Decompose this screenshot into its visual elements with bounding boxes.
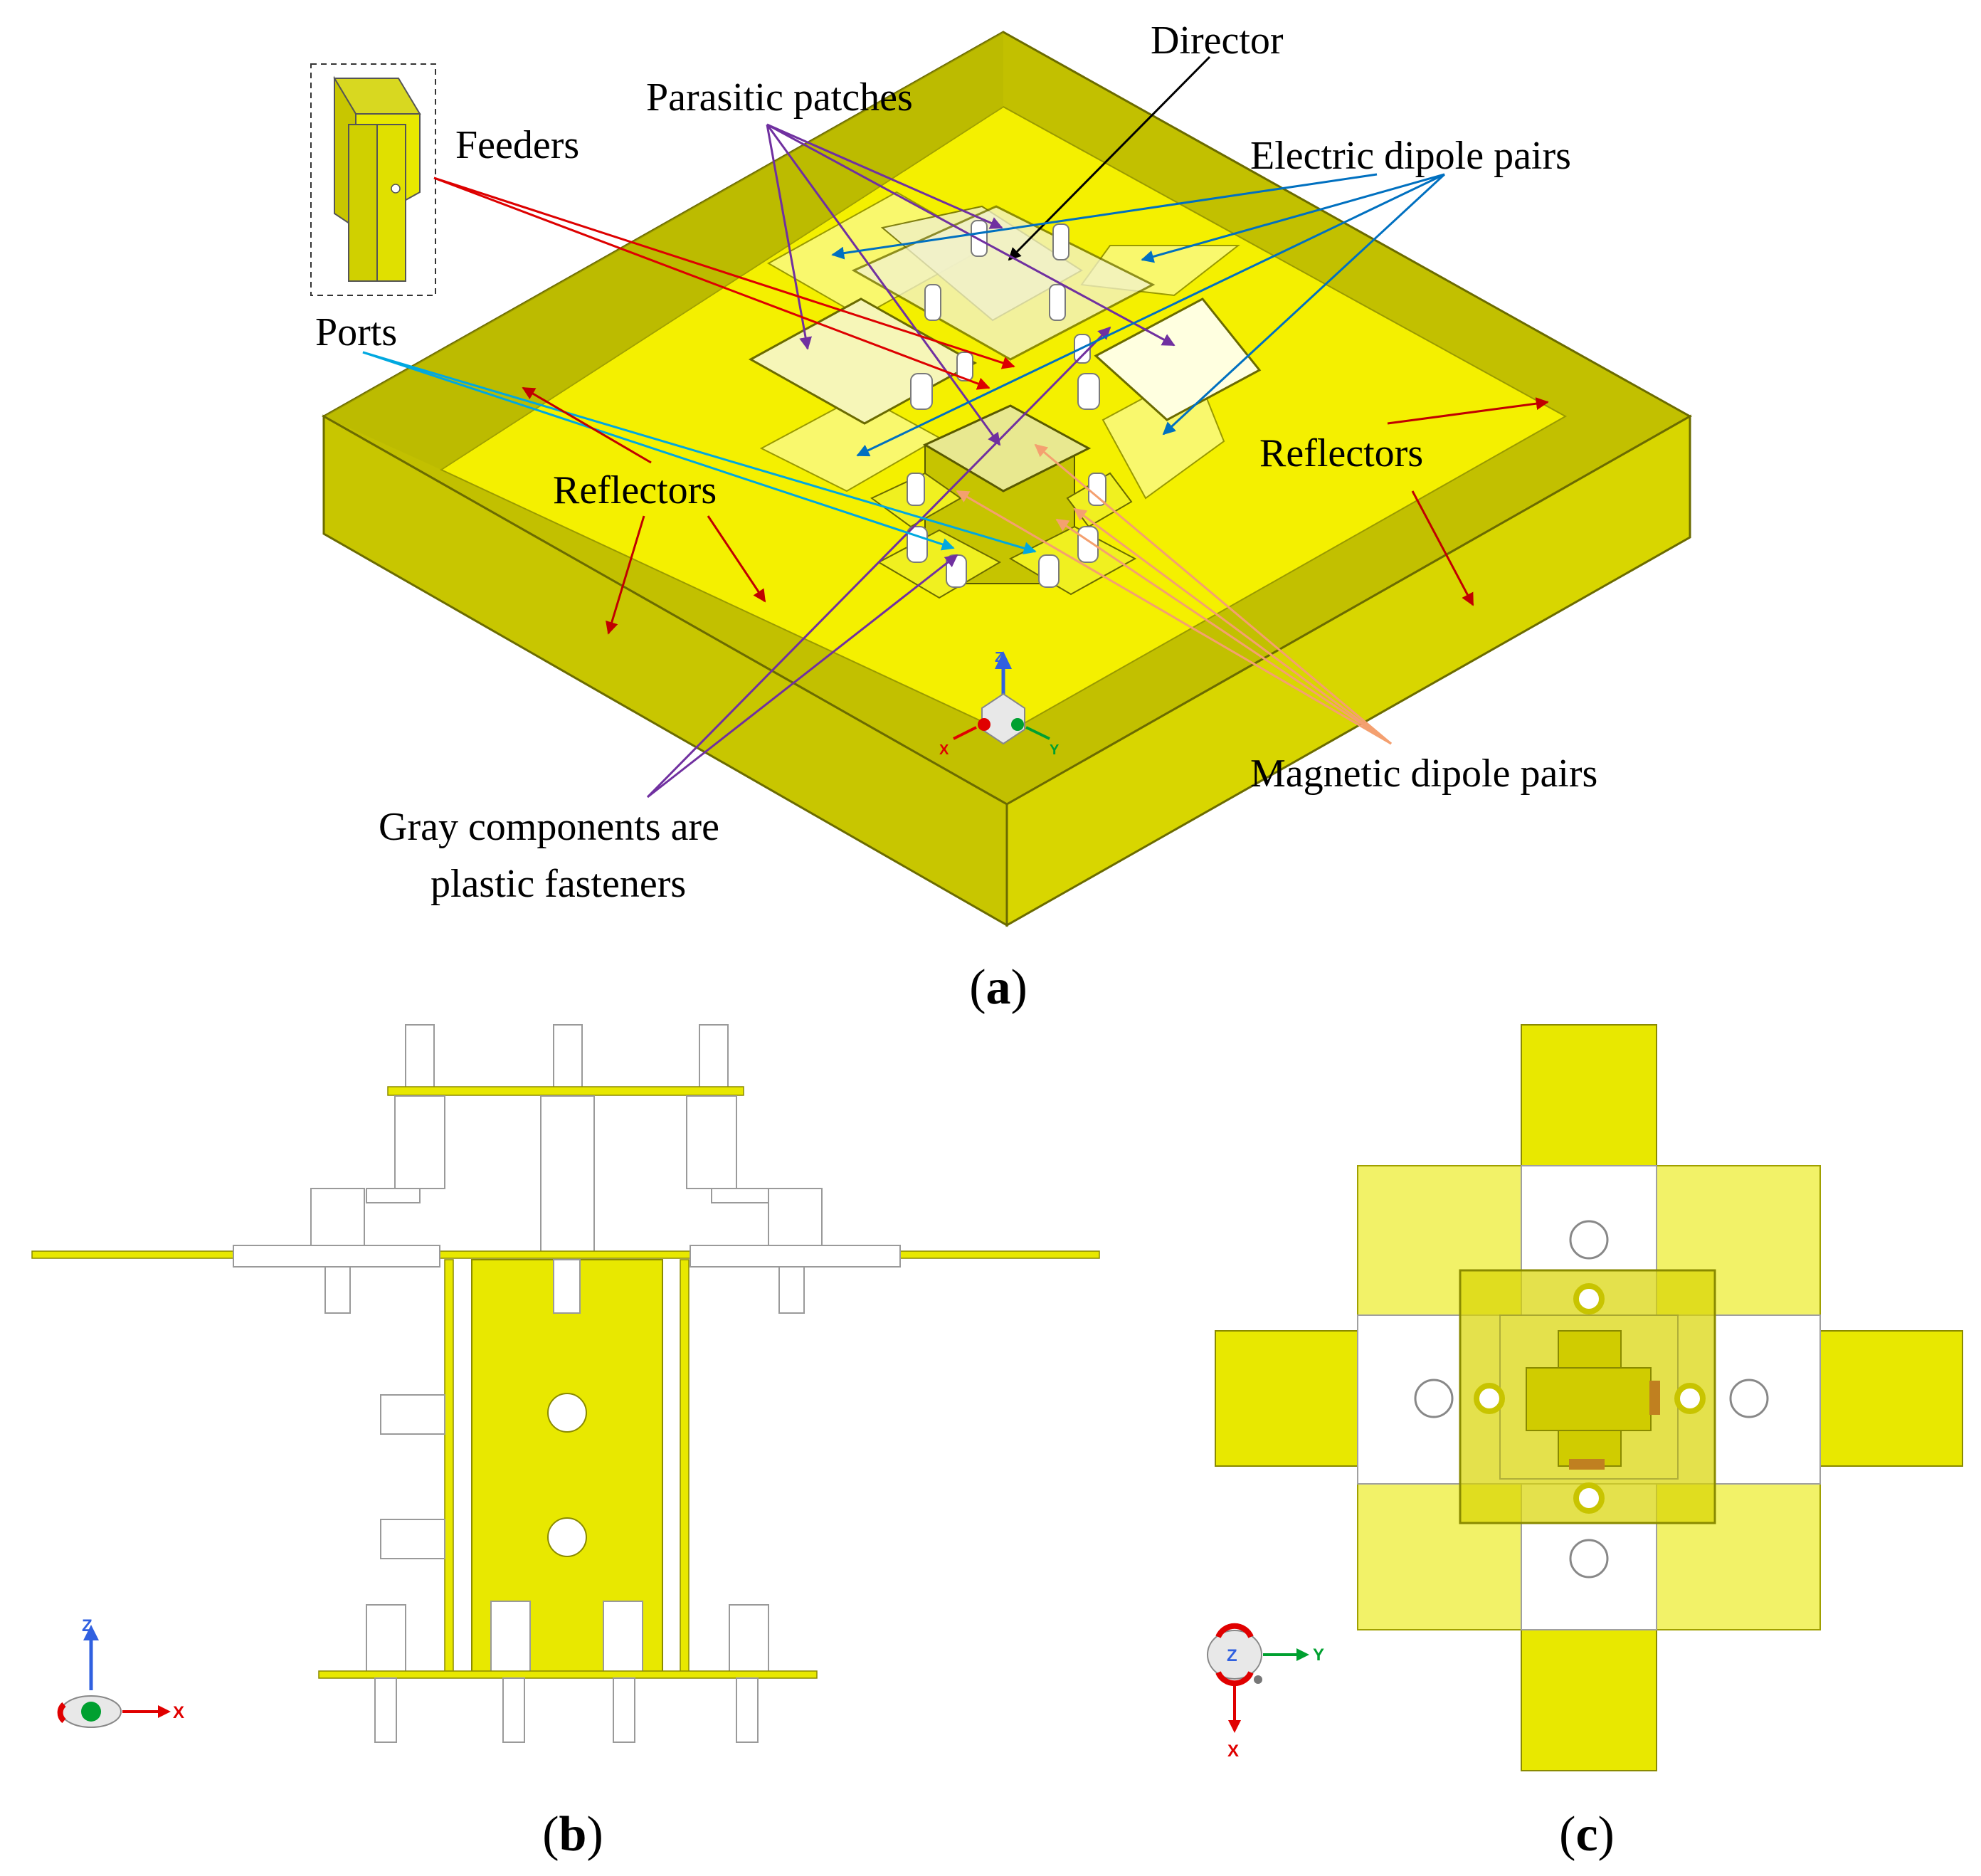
label-gray-line1: Gray components are bbox=[379, 805, 719, 849]
axis-c-z-label: Z bbox=[1227, 1646, 1237, 1665]
label-feeders: Feeders bbox=[455, 123, 579, 167]
arrows-ports bbox=[362, 351, 1037, 555]
axis-c-x-label: X bbox=[1227, 1741, 1239, 1761]
axis-triad-a: Z X Y bbox=[939, 650, 1060, 758]
arrows-magnetic bbox=[956, 443, 1392, 745]
feeder-inset bbox=[310, 63, 436, 296]
axis-a-y-label: Y bbox=[1050, 742, 1060, 758]
axis-a-x-label: X bbox=[939, 742, 949, 758]
box-side-right bbox=[1005, 414, 1691, 927]
label-parasitic-patches: Parasitic patches bbox=[646, 75, 913, 120]
c-arm-top bbox=[1521, 1024, 1657, 1166]
arrows-reflectors-left bbox=[522, 386, 766, 635]
label-gray-line2: plastic fasteners bbox=[430, 862, 686, 906]
caption-c: (c) bbox=[1559, 1807, 1615, 1862]
label-ports: Ports bbox=[315, 310, 397, 354]
label-director: Director bbox=[1151, 19, 1284, 63]
panel-a: Z X Y bbox=[310, 19, 1693, 1015]
caption-b-letter: b bbox=[559, 1807, 587, 1862]
arrows-electric bbox=[831, 173, 1446, 457]
caption-b: (b) bbox=[542, 1807, 603, 1862]
label-electric-dipole-pairs: Electric dipole pairs bbox=[1250, 134, 1571, 178]
axis-b-x-label: X bbox=[173, 1703, 184, 1722]
label-reflectors-left: Reflectors bbox=[553, 468, 717, 512]
label-reflectors-right: Reflectors bbox=[1259, 431, 1423, 475]
caption-a-letter: a bbox=[986, 960, 1011, 1015]
b-parasitic-bar bbox=[31, 1250, 1100, 1259]
axis-triad-b: Z X bbox=[57, 1616, 184, 1728]
axis-a-z-label: Z bbox=[995, 650, 1003, 665]
label-magnetic-dipole-pairs: Magnetic dipole pairs bbox=[1250, 752, 1597, 796]
caption-a: (a) bbox=[969, 960, 1028, 1015]
director-plate bbox=[851, 205, 1156, 361]
arrows-feeders bbox=[433, 176, 1015, 390]
axis-triad-c: Z Y X bbox=[1207, 1623, 1324, 1761]
c-arm-bottom bbox=[1521, 1629, 1657, 1771]
axis-c-y-label: Y bbox=[1313, 1645, 1324, 1665]
c-arm-right bbox=[1819, 1330, 1963, 1467]
arrows-reflectors-right bbox=[1387, 397, 1549, 606]
inner-wall-left bbox=[324, 32, 1003, 470]
panel-c: Z Y X (c) bbox=[1207, 1024, 1963, 1862]
panel-b: Z X (b) bbox=[31, 1024, 1100, 1862]
arrows-director bbox=[1008, 56, 1211, 261]
b-director-bar bbox=[387, 1086, 744, 1096]
parasitic-patch-right bbox=[1094, 297, 1262, 421]
caption-c-letter: c bbox=[1575, 1807, 1597, 1862]
arrows-fasteners bbox=[646, 326, 1111, 799]
c-arm-left bbox=[1215, 1330, 1358, 1467]
b-magnetic-bar bbox=[318, 1670, 818, 1679]
axis-b-z-label: Z bbox=[82, 1616, 93, 1635]
